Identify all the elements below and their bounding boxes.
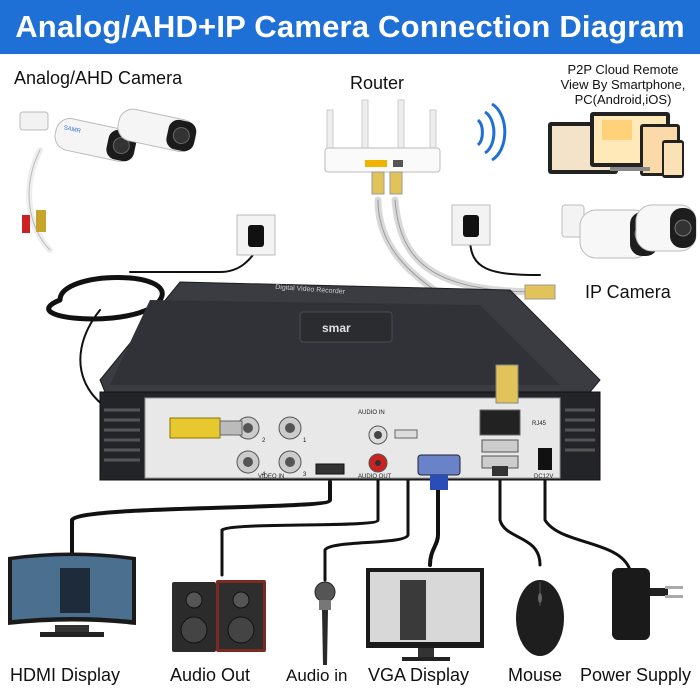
speakers-icon (172, 580, 266, 652)
vga-display-label: VGA Display (368, 665, 470, 685)
svg-text:RJ45: RJ45 (532, 421, 547, 427)
audio-ports: AUDIO IN AUDIO OUT (358, 410, 418, 480)
microphone-icon (314, 581, 336, 665)
dvr-brand-text: smar (322, 321, 351, 335)
audio-out-cable (220, 468, 380, 577)
hdmi-display-icon (8, 552, 136, 637)
analog-camera-label: Analog/AHD Camera (14, 68, 183, 88)
ip-camera-power-cable (469, 237, 541, 276)
svg-text:AUDIO OUT: AUDIO OUT (358, 474, 392, 480)
router-label: Router (350, 73, 405, 93)
power-supply-label: Power Supply (580, 665, 692, 685)
dvr-top-label: Digital Video Recorder (275, 284, 346, 296)
power-adapter-icon (612, 568, 683, 640)
svg-text:DC12V: DC12V (534, 474, 553, 480)
cloud-label-line3: PC(Android,iOS) (574, 92, 672, 107)
analog-camera-icon: SAMR (19, 108, 197, 233)
analog-camera-cable (26, 147, 53, 253)
power-cable (543, 476, 632, 572)
svg-text:1: 1 (303, 438, 307, 444)
svg-text:3: 3 (303, 472, 307, 478)
cloud-label: P2P Cloud Remote View By Smartphone, PC(… (548, 62, 698, 107)
ip-camera-label: IP Camera (585, 282, 671, 302)
bnc-cable-loop (46, 275, 165, 322)
wall-socket-icon (236, 214, 276, 256)
wifi-icon (476, 102, 507, 162)
mouse-cable (498, 476, 542, 567)
cloud-label-line2: View By Smartphone, (560, 77, 686, 92)
video-in-label: VIDEO IN (258, 474, 284, 480)
ip-camera-icon (524, 204, 697, 300)
audio-out-label: Audio Out (170, 665, 251, 685)
mouse-icon (516, 580, 564, 656)
cloud-label-line1: P2P Cloud Remote (567, 62, 679, 77)
hdmi-cable (70, 480, 332, 558)
svg-text:2: 2 (262, 438, 266, 444)
hdmi-display-label: HDMI Display (10, 665, 121, 685)
svg-text:AUDIO IN: AUDIO IN (358, 410, 385, 416)
vga-cable (428, 488, 440, 567)
svg-text:SAMR: SAMR (63, 125, 82, 135)
audio-in-cable (323, 433, 410, 582)
wall-socket-icon (451, 204, 491, 246)
vga-display-icon (366, 568, 484, 661)
mouse-label: Mouse (508, 665, 563, 685)
cloud-devices-icon (548, 112, 684, 178)
audio-in-label: Audio in (286, 666, 348, 685)
router-icon (324, 99, 441, 195)
svg-text:4: 4 (262, 472, 266, 478)
page-title: Analog/AHD+IP Camera Connection Diagram (0, 0, 700, 54)
dvr-device: smar Digital Video Recorder VIDEO IN (99, 281, 601, 490)
